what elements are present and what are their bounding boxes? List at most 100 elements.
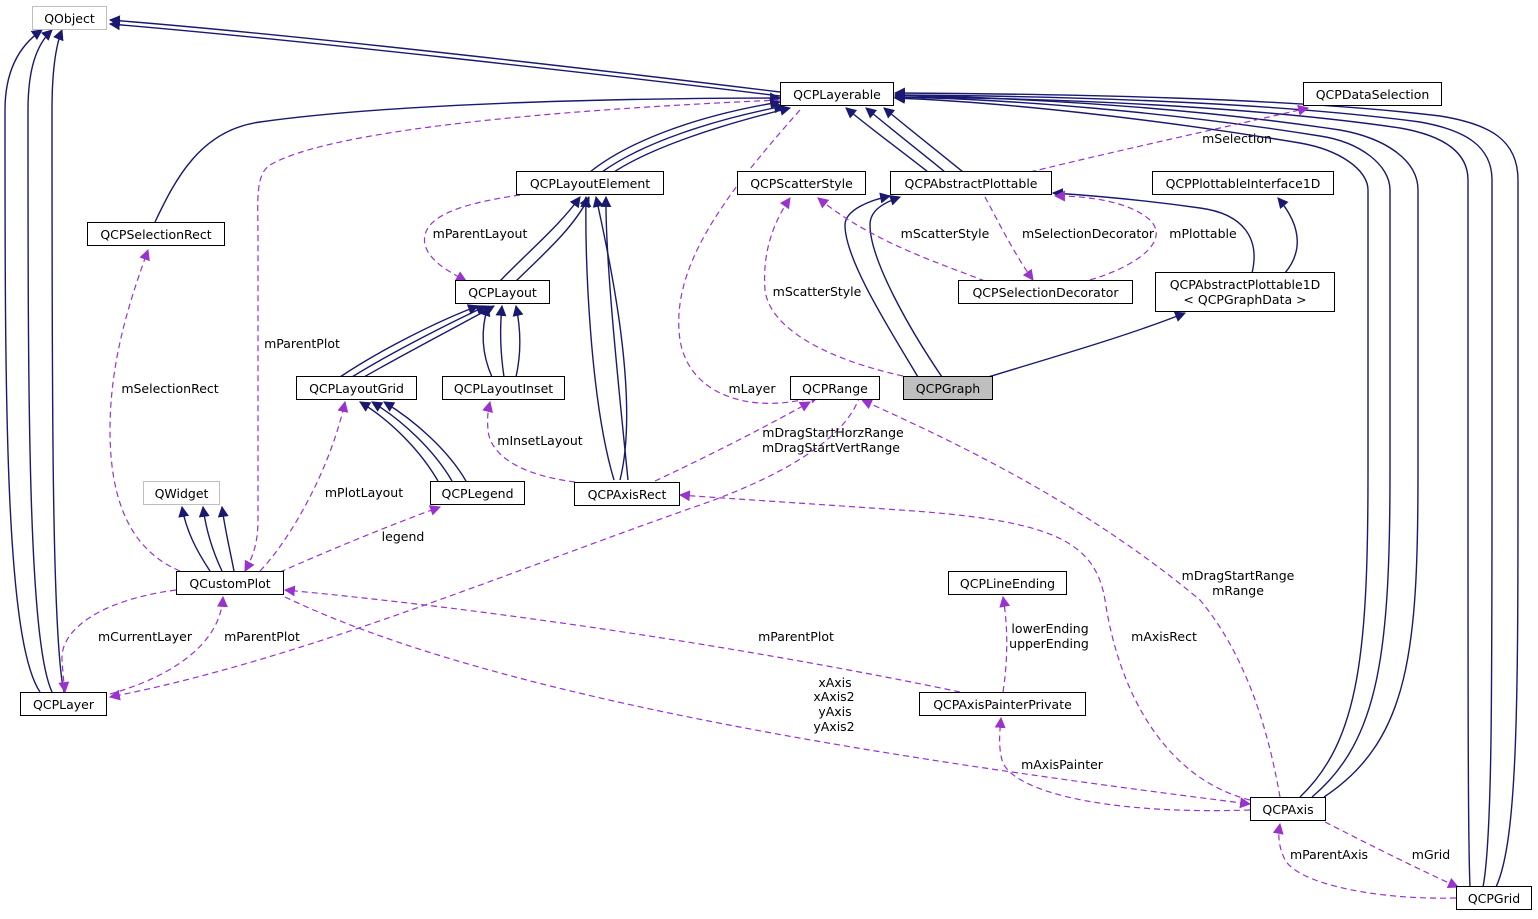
edge-qcplayoutelement-to-qcplayerable-1	[589, 98, 782, 173]
edge-lowerending	[999, 595, 1011, 693]
edge-qcpabstractplottable1d-to-qcpabstractplottable	[1051, 188, 1255, 274]
edge-legend	[279, 505, 442, 573]
node-qcplayer[interactable]: QCPLayer	[20, 692, 107, 716]
label-mselectiondecorator: mSelectionDecorator	[1021, 226, 1155, 241]
edge-qcplegend-to-qcplayoutgrid-2	[371, 401, 453, 482]
edge-qcplayoutinset-to-qcplayout-3	[512, 304, 524, 378]
label-mgrid: mGrid	[1411, 847, 1451, 862]
label-mparentaxis: mParentAxis	[1289, 847, 1369, 862]
edge-qcpaxis-to-qcplayerable-3	[893, 89, 1419, 798]
label-lowerending: lowerEnding	[1011, 621, 1089, 636]
label-mdragstart-vert: mDragStartVertRange	[761, 440, 901, 455]
edge-qcpabstractplottable1d-to-qcpplottableinterface1d	[1277, 197, 1298, 274]
node-qcplegend[interactable]: QCPLegend	[430, 481, 525, 505]
edge-qcplayoutelement-to-qcplayerable-2	[601, 102, 786, 173]
edge-mselectionrect	[109, 248, 181, 572]
node-qcpselectionrect[interactable]: QCPSelectionRect	[87, 222, 225, 246]
node-qcpabstractplottable[interactable]: QCPAbstractPlottable	[890, 171, 1052, 195]
label-upperending: upperEnding	[1009, 636, 1089, 651]
node-qcplineending[interactable]: QCPLineEnding	[948, 571, 1067, 595]
node-qcustomplot[interactable]: QCustomPlot	[176, 571, 284, 595]
node-qwidget[interactable]: QWidget	[143, 481, 220, 505]
node-qcpgrid[interactable]: QCPGrid	[1456, 886, 1532, 910]
node-qcpselectiondecorator[interactable]: QCPSelectionDecorator	[958, 280, 1133, 304]
edge-qcpaxis-to-qcplayerable-1	[893, 92, 1369, 798]
label-yaxis2: yAxis2	[813, 719, 855, 734]
node-qobject[interactable]: QObject	[32, 6, 107, 30]
edge-qcplayoutgrid-to-qcplayout-1	[339, 304, 480, 378]
label-mscatterstyle-decorator: mScatterStyle	[900, 226, 990, 241]
label-xaxis2: xAxis2	[813, 689, 855, 704]
label-mselection: mSelection	[1202, 131, 1272, 146]
label-mscatterstyle-graph: mScatterStyle	[772, 284, 862, 299]
edge-mplotlayout	[259, 400, 349, 572]
label-mcurrentlayer: mCurrentLayer	[98, 629, 192, 644]
edge-qcpgrid-to-qcplayerable-3	[893, 87, 1519, 888]
edge-qcustomplot-to-qwidget-3	[217, 505, 235, 572]
label-mrange: mRange	[1212, 583, 1264, 598]
edge-qcpselectionrect-to-qcplayerable	[154, 92, 782, 223]
node-qcpdataselection[interactable]: QCPDataSelection	[1303, 82, 1442, 106]
edge-qcpaxisrect-to-qcplayoutelement-2	[600, 195, 629, 481]
edge-maxispainter	[994, 716, 1251, 812]
label-minsetlayout: mInsetLayout	[497, 433, 583, 448]
edge-qcustomplot-to-qwidget-2	[198, 505, 223, 572]
edge-mparentplot-layer	[109, 595, 228, 695]
node-qcplayoutinset[interactable]: QCPLayoutInset	[442, 376, 565, 400]
edge-mcurrentlayer	[58, 589, 177, 694]
label-maxispainter: mAxisPainter	[1021, 757, 1103, 772]
edge-mdragstartrange	[860, 399, 1281, 798]
label-mparentplot-layer: mParentPlot	[224, 629, 300, 644]
node-qcpabstractplottable1d-line1: QCPAbstractPlottable1D	[1169, 277, 1321, 292]
edge-mparentaxis	[1272, 822, 1457, 899]
edge-qcplayerable-to-qobject-2	[108, 19, 781, 97]
edge-qcpgrid-to-qcplayerable-1	[893, 91, 1471, 888]
label-yaxis: yAxis	[818, 704, 852, 719]
label-mselectionrect: mSelectionRect	[121, 381, 219, 396]
edge-qcpgraph-to-qcpabstractplottable-2	[869, 195, 943, 378]
node-qcplayout[interactable]: QCPLayout	[455, 280, 550, 304]
node-qcpplottableinterface1d[interactable]: QCPPlottableInterface1D	[1152, 171, 1334, 195]
edge-qcplayer-to-qobject-1	[4, 29, 43, 693]
node-qcplayoutelement[interactable]: QCPLayoutElement	[516, 171, 664, 195]
edge-qcpaxisrect-to-qcplayoutelement-1	[592, 195, 628, 481]
label-legend: legend	[381, 529, 425, 544]
edge-qcpgrid-to-qcplayerable-2	[893, 89, 1493, 888]
node-qcpabstractplottable1d-line2: < QCPGraphData >	[1183, 292, 1307, 307]
edge-qcplayout-to-qcplayoutelement-1	[499, 196, 581, 282]
label-mdragstartrange: mDragStartRange	[1181, 568, 1295, 583]
edge-qcplayoutelement-to-qcplayerable-3	[613, 104, 792, 173]
label-maxisrect: mAxisRect	[1131, 629, 1197, 644]
edge-qcpabstractplottable-to-qcplayerable-3	[883, 107, 964, 173]
edge-axes	[284, 596, 1252, 809]
node-qcplayoutgrid[interactable]: QCPLayoutGrid	[296, 376, 417, 400]
edge-mscatterstyle-decorator	[817, 197, 986, 282]
node-qcpscatterstyle[interactable]: QCPScatterStyle	[737, 171, 866, 195]
edge-qcplegend-to-qcplayoutgrid-3	[383, 401, 467, 482]
edge-mparentplot-painter	[283, 585, 961, 693]
edge-qcpaxisrect-to-qcplayoutelement-3	[580, 195, 615, 481]
node-qcpaxispainterprivate[interactable]: QCPAxisPainterPrivate	[919, 692, 1086, 716]
node-qcprange[interactable]: QCPRange	[790, 376, 880, 400]
node-qcpabstractplottable1d[interactable]: QCPAbstractPlottable1D < QCPGraphData >	[1155, 272, 1335, 312]
edge-mdragstart	[654, 401, 811, 482]
edge-maxisrect	[678, 490, 1251, 801]
edge-qcpabstractplottable-to-qcplayerable-1	[845, 107, 929, 173]
node-qcpgraph: QCPGraph	[903, 376, 993, 400]
edge-mparentlayout	[423, 194, 521, 282]
label-mparentlayout: mParentLayout	[432, 226, 528, 241]
node-qcplayerable[interactable]: QCPLayerable	[780, 82, 894, 106]
edge-qcpaxis-to-qcplayerable-2	[893, 91, 1391, 798]
label-mparentplot-painter: mParentPlot	[758, 629, 834, 644]
edge-mplottable	[1053, 190, 1157, 281]
edge-minsetlayout	[482, 400, 576, 483]
edge-mlayer-to-qcplayer	[108, 394, 861, 701]
node-qcpaxisrect[interactable]: QCPAxisRect	[574, 482, 680, 506]
label-mdragstart-horz: mDragStartHorzRange	[762, 425, 904, 440]
node-qcpaxis[interactable]: QCPAxis	[1250, 797, 1326, 821]
edge-qcpgraph-to-qcpabstractplottable1d	[984, 311, 1187, 379]
label-xaxis: xAxis	[818, 675, 852, 690]
edge-qcplegend-to-qcplayoutgrid-1	[359, 401, 439, 482]
